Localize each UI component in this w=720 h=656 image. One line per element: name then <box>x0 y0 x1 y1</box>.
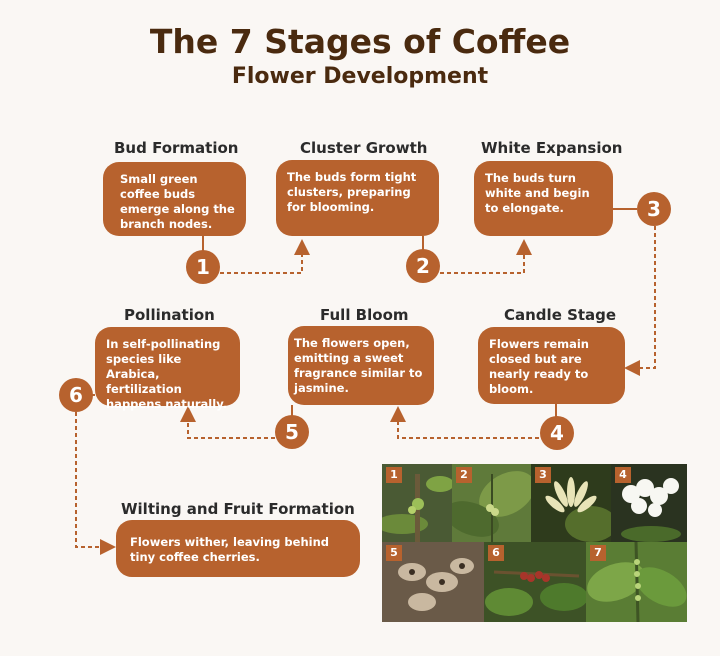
photo-label-4: 4 <box>615 467 631 483</box>
stage-heading-wilting-fruit-formation: Wilting and Fruit Formation <box>121 500 355 518</box>
stage-heading-bud-formation: Bud Formation <box>114 139 239 157</box>
photo-stage-1: 1 <box>382 464 452 542</box>
photo-stage-2: 2 <box>452 464 531 542</box>
stage-heading-white-expansion: White Expansion <box>481 139 623 157</box>
stage-heading-pollination: Pollination <box>124 306 215 324</box>
stage-box-wilting-fruit-formation: Flowers wither, leaving behind tiny coff… <box>116 520 360 577</box>
photo-stage-7: 7 <box>586 542 687 622</box>
stage-number-1: 1 <box>186 250 220 284</box>
stage-box-white-expansion: The buds turn white and begin to elongat… <box>474 161 613 236</box>
fruiting-branch-photo <box>586 542 687 622</box>
stage-number-5: 5 <box>275 415 309 449</box>
photo-label-7: 7 <box>590 545 606 561</box>
stage-number-4: 4 <box>540 416 574 450</box>
cherries-photo <box>484 542 586 622</box>
stage-box-candle-stage: Flowers remain closed but are nearly rea… <box>478 327 625 404</box>
stage-box-cluster-growth: The buds form tight clusters, preparing … <box>276 160 439 236</box>
photo-label-1: 1 <box>386 467 402 483</box>
stage-number-2: 2 <box>406 249 440 283</box>
stage-heading-cluster-growth: Cluster Growth <box>300 139 428 157</box>
photo-label-5: 5 <box>386 545 402 561</box>
photo-stage-5: 5 <box>382 542 484 622</box>
stage-heading-full-bloom: Full Bloom <box>320 306 409 324</box>
title-line-1: The 7 Stages of Coffee <box>149 22 571 61</box>
photo-label-3: 3 <box>535 467 551 483</box>
stage-box-pollination: In self-pollinating species like Arabica… <box>95 327 240 411</box>
stage-box-bud-formation: Small green coffee buds emerge along the… <box>103 162 246 236</box>
photo-stage-6: 6 <box>484 542 586 622</box>
stage-number-3: 3 <box>637 192 671 226</box>
photo-label-2: 2 <box>456 467 472 483</box>
title-line-2: Flower Development <box>231 64 489 89</box>
photo-stage-3: 3 <box>531 464 611 542</box>
stage-heading-candle-stage: Candle Stage <box>504 306 617 324</box>
stage-number-6: 6 <box>59 378 93 412</box>
stage-box-full-bloom: The flowers open, emitting a sweet fragr… <box>288 326 434 405</box>
photo-stage-4: 4 <box>611 464 687 542</box>
photo-label-6: 6 <box>488 545 504 561</box>
green-bud-branch-photo <box>382 464 452 542</box>
